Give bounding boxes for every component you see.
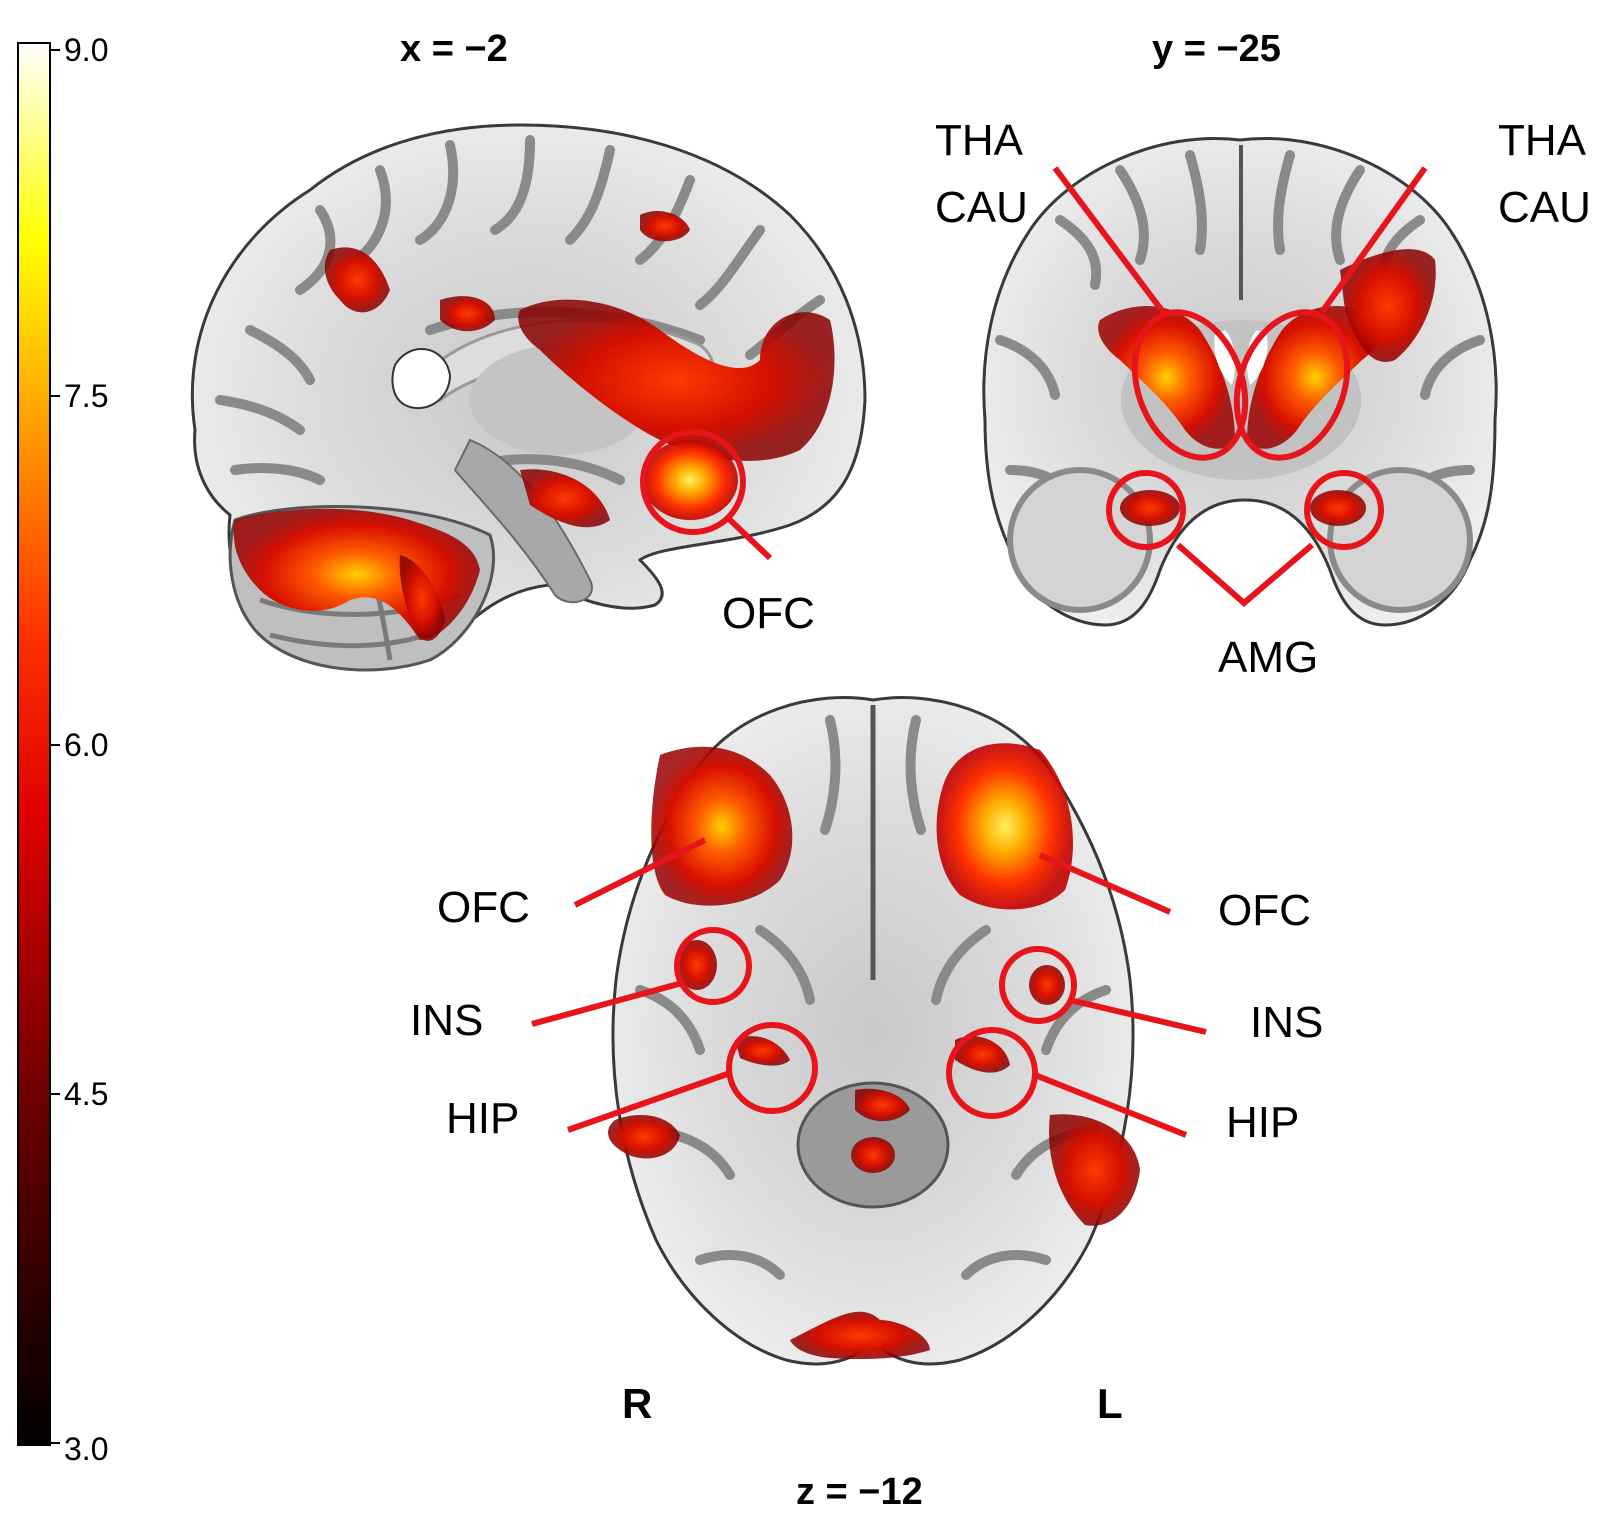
colorbar: 9.0 7.5 6.0 4.5 3.0: [17, 32, 108, 1467]
axial-coordinate-label: z = −12: [796, 1471, 923, 1513]
ins-right-label: INS: [1250, 998, 1323, 1047]
orientation-right-label: R: [622, 1380, 652, 1427]
orientation-left-label: L: [1097, 1380, 1123, 1427]
hip-left-circle: [726, 1022, 818, 1114]
hip-left-label: HIP: [446, 1094, 519, 1143]
tha-left-label: THA: [935, 116, 1024, 165]
hip-left-pointer: [567, 1070, 731, 1133]
ins-right-circle: [999, 946, 1077, 1024]
coronal-coordinate-label: y = −25: [1152, 28, 1281, 70]
amg-left-circle: [1106, 470, 1186, 550]
axial-activations: [608, 743, 1140, 1360]
colorbar-tick-label: 4.5: [64, 1076, 108, 1112]
colorbar-tick-label: 3.0: [64, 1431, 108, 1467]
ins-right-pointer: [1069, 997, 1207, 1035]
ofc-label: OFC: [722, 589, 815, 638]
tha-cau-right-ellipse: [1233, 309, 1351, 461]
colorbar-tick-label: 9.0: [64, 32, 108, 68]
sagittal-slice: x = −2: [190, 28, 867, 672]
ofc-left-label: OFC: [437, 883, 530, 932]
amg-pointer: [1176, 542, 1314, 607]
sagittal-activations: [233, 210, 835, 641]
coronal-temporal-left: [1007, 467, 1153, 613]
cau-right-label: CAU: [1498, 183, 1591, 232]
sagittal-coordinate-label: x = −2: [400, 28, 508, 70]
ofc-circle: [640, 429, 746, 535]
coronal-slice: y = −25: [935, 28, 1591, 682]
amg-right-circle: [1304, 470, 1384, 550]
sagittal-ofc-annotation: OFC: [640, 429, 815, 638]
axial-annotations: [531, 837, 1207, 1138]
tha-cau-left-pointer: [1052, 166, 1166, 314]
colorbar-tick-label: 7.5: [64, 378, 108, 414]
ofc-pointer: [725, 515, 773, 561]
ins-left-pointer: [531, 980, 683, 1027]
sagittal-ventricle: [391, 348, 452, 410]
coronal-activations: [1098, 249, 1436, 526]
tha-cau-right-pointer: [1319, 166, 1428, 314]
ofc-right-label: OFC: [1218, 886, 1311, 935]
cau-left-label: CAU: [935, 183, 1028, 232]
colorbar-tick-label: 6.0: [64, 727, 108, 763]
amg-label: AMG: [1218, 633, 1318, 682]
axial-slice: OFC OFC INS INS HIP HIP R L z = −12: [410, 696, 1323, 1513]
ins-left-label: INS: [410, 996, 483, 1045]
ofc-left-pointer: [573, 837, 707, 908]
sagittal-gyri: [215, 135, 825, 485]
hip-right-label: HIP: [1226, 1098, 1299, 1147]
ins-left-circle: [674, 927, 752, 1005]
ofc-right-pointer: [1038, 852, 1172, 915]
colorbar-gradient: [17, 42, 51, 1446]
coronal-annotations: [1052, 166, 1428, 607]
hip-right-pointer: [1033, 1072, 1188, 1138]
tha-right-label: THA: [1498, 116, 1587, 165]
coronal-temporal-right: [1327, 467, 1473, 613]
tha-cau-left-ellipse: [1131, 309, 1249, 461]
hip-right-circle: [946, 1027, 1038, 1119]
